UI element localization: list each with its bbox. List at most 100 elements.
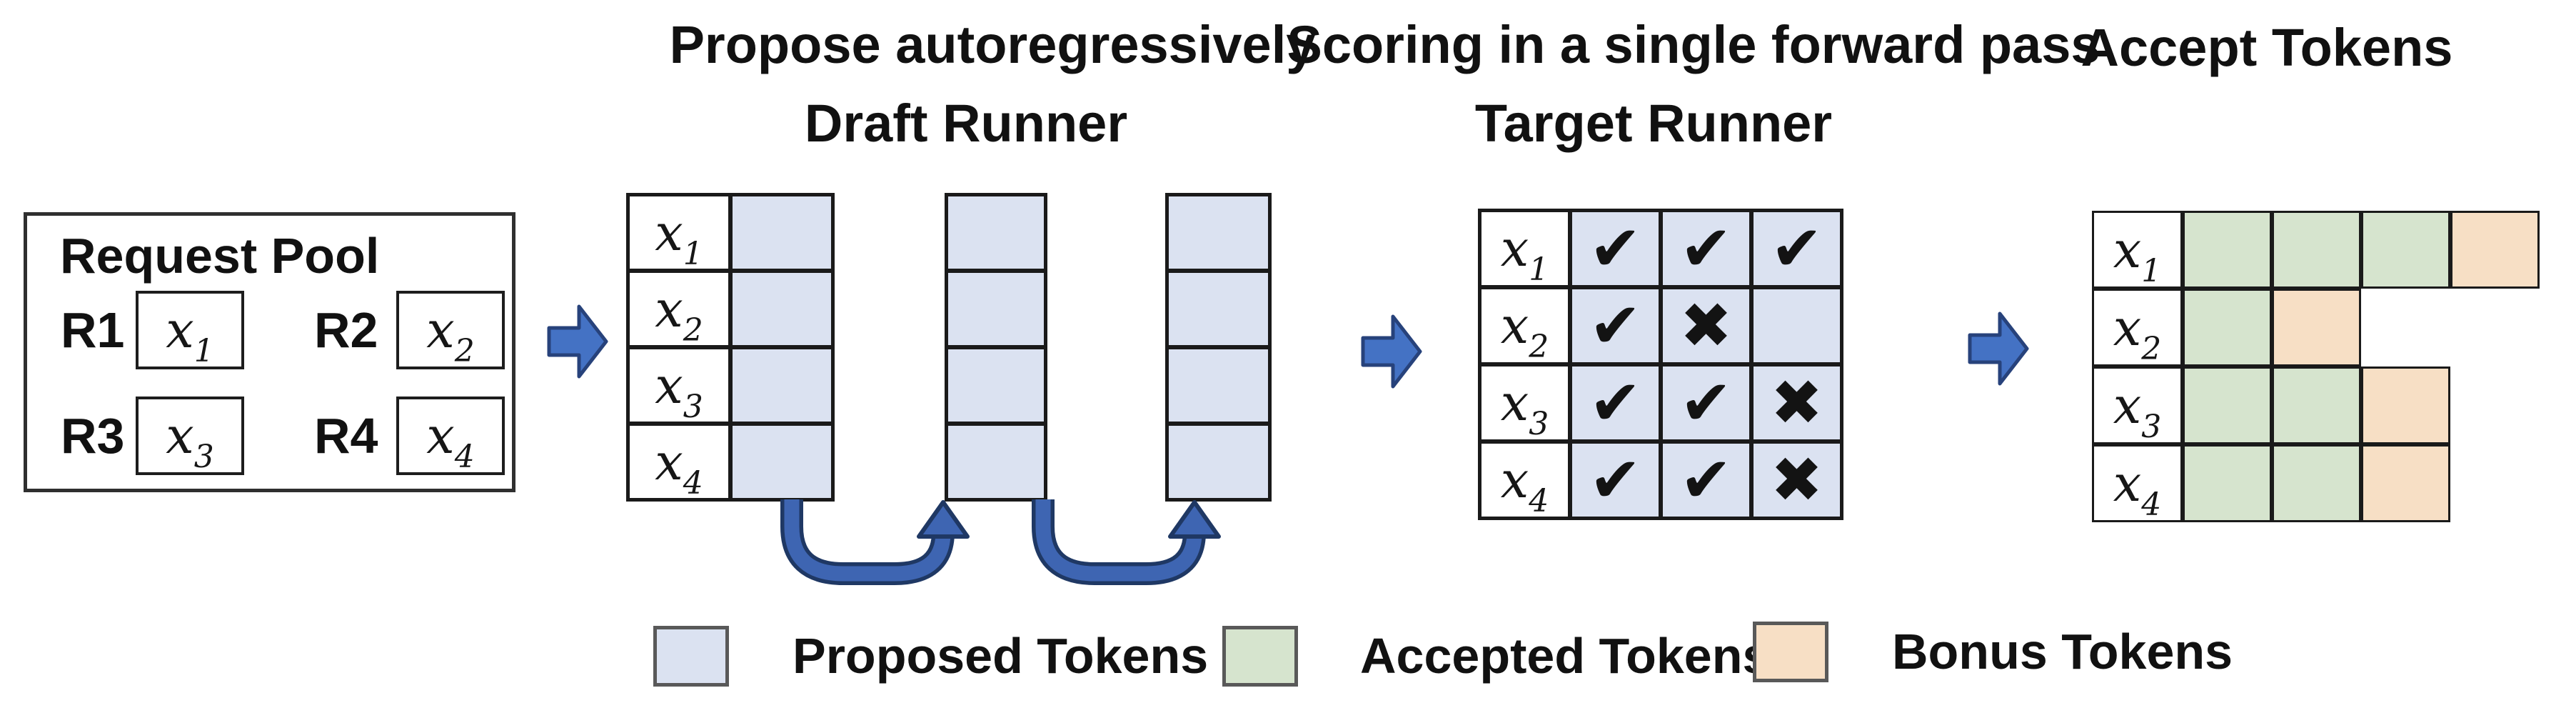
check-icon: ✔ bbox=[1770, 211, 1823, 285]
legend-label-proposed: Proposed Tokens bbox=[793, 628, 1209, 684]
draft-runner-table: x1 x2 x3 x4 bbox=[626, 193, 835, 502]
accept-tokens-table: x1 x2 x3 x4 bbox=[2092, 211, 2540, 522]
score-cross-cell: ✖ bbox=[1751, 364, 1842, 442]
legend-item-accepted bbox=[1222, 626, 1298, 687]
request-label-r3: R3 bbox=[61, 408, 125, 464]
accepted-token-cell bbox=[2183, 444, 2272, 522]
accepted-token-cell bbox=[2183, 211, 2272, 289]
bonus-token-cell bbox=[2361, 444, 2450, 522]
score-check-cell: ✔ bbox=[1661, 442, 1751, 519]
check-icon: ✔ bbox=[1589, 443, 1642, 517]
score-check-cell: ✔ bbox=[1661, 364, 1751, 442]
accepted-token-cell bbox=[2272, 367, 2361, 444]
accept-row: x3 bbox=[2092, 367, 2540, 444]
draft-row-label: x2 bbox=[628, 271, 730, 347]
token-x3: x3 bbox=[166, 407, 214, 475]
propose-title: Propose autoregressively bbox=[669, 15, 1316, 74]
bonus-token-cell bbox=[2361, 367, 2450, 444]
accept-row-label: x2 bbox=[2092, 289, 2183, 367]
check-icon: ✔ bbox=[1679, 366, 1733, 439]
draft-runner-column-3 bbox=[1165, 193, 1272, 502]
row-label-x3: x3 bbox=[655, 356, 703, 425]
bonus-token-cell bbox=[2450, 211, 2540, 289]
accept-row: x2 bbox=[2092, 289, 2540, 367]
accept-tokens-title: Accept Tokens bbox=[2081, 18, 2453, 77]
loop-arrow-icon bbox=[780, 499, 970, 585]
target-runner-table: x1✔✔✔x2✔✖x3✔✔✖x4✔✔✖ bbox=[1478, 209, 1843, 520]
row-label-x1: x1 bbox=[655, 203, 703, 272]
score-cross-cell: ✖ bbox=[1661, 287, 1751, 364]
score-cross-cell: ✖ bbox=[1751, 442, 1842, 519]
request-token-box-r1: x1 bbox=[136, 291, 244, 369]
score-check-cell: ✔ bbox=[1661, 210, 1751, 287]
row-label-x2: x2 bbox=[2113, 298, 2162, 367]
token-x2: x2 bbox=[426, 301, 475, 369]
target-row-label: x3 bbox=[1479, 364, 1570, 442]
proposed-token-cell bbox=[946, 271, 1046, 347]
row-label-x4: x4 bbox=[655, 432, 703, 502]
row-label-x1: x1 bbox=[2113, 220, 2162, 289]
draft-row-label: x4 bbox=[628, 424, 730, 500]
accept-row-label: x3 bbox=[2092, 367, 2183, 444]
scoring-title: Scoring in a single forward pass bbox=[1287, 15, 2100, 74]
accepted-token-cell bbox=[2272, 211, 2361, 289]
proposed-token-cell bbox=[946, 194, 1046, 271]
score-check-cell: ✔ bbox=[1570, 442, 1661, 519]
score-empty-cell bbox=[1751, 287, 1842, 364]
check-icon: ✔ bbox=[1679, 443, 1733, 517]
proposed-token-cell bbox=[1167, 347, 1270, 424]
target-row-label: x4 bbox=[1479, 442, 1570, 519]
token-x1: x1 bbox=[166, 301, 214, 369]
request-token-box-r3: x3 bbox=[136, 397, 244, 475]
row-label-x2: x2 bbox=[655, 279, 703, 349]
request-label-r4: R4 bbox=[314, 408, 378, 464]
row-label-x1: x1 bbox=[1500, 219, 1549, 288]
score-check-cell: ✔ bbox=[1751, 210, 1842, 287]
accept-row: x1 bbox=[2092, 211, 2540, 289]
score-check-cell: ✔ bbox=[1570, 364, 1661, 442]
legend-item-proposed bbox=[653, 626, 729, 687]
draft-row-label: x1 bbox=[628, 194, 730, 271]
request-pool-title: Request Pool bbox=[60, 228, 380, 284]
accepted-tokens-swatch bbox=[1222, 626, 1298, 687]
accepted-token-cell bbox=[2183, 289, 2272, 367]
accept-row-label: x1 bbox=[2092, 211, 2183, 289]
accept-row: x4 bbox=[2092, 444, 2540, 522]
cross-icon: ✖ bbox=[1770, 443, 1823, 517]
request-token-box-r2: x2 bbox=[396, 291, 505, 369]
row-label-x3: x3 bbox=[2113, 376, 2162, 445]
legend-label-bonus: Bonus Tokens bbox=[1892, 624, 2233, 679]
draft-runner-column-2 bbox=[945, 193, 1047, 502]
legend-label-accepted: Accepted Tokens bbox=[1360, 628, 1771, 684]
cross-icon: ✖ bbox=[1679, 289, 1733, 362]
draft-row-label: x3 bbox=[628, 347, 730, 424]
legend-item-bonus bbox=[1753, 622, 1828, 682]
row-label-x2: x2 bbox=[1500, 296, 1549, 365]
proposed-token-cell bbox=[1167, 424, 1270, 500]
proposed-token-cell bbox=[1167, 271, 1270, 347]
bonus-tokens-swatch bbox=[1753, 622, 1828, 682]
target-row-label: x1 bbox=[1479, 210, 1570, 287]
row-label-x4: x4 bbox=[1500, 451, 1549, 519]
accepted-token-cell bbox=[2272, 444, 2361, 522]
proposed-token-cell bbox=[730, 347, 833, 424]
row-label-x4: x4 bbox=[2113, 454, 2162, 523]
loop-arrow-icon bbox=[1032, 499, 1221, 585]
accepted-token-cell bbox=[2183, 367, 2272, 444]
check-icon: ✔ bbox=[1679, 211, 1733, 285]
request-label-r2: R2 bbox=[314, 302, 378, 358]
proposed-token-cell bbox=[946, 347, 1046, 424]
check-icon: ✔ bbox=[1589, 289, 1642, 362]
draft-runner-subtitle: Draft Runner bbox=[804, 94, 1128, 153]
proposed-token-cell bbox=[946, 424, 1046, 500]
flow-arrow-icon bbox=[547, 304, 608, 379]
check-icon: ✔ bbox=[1589, 211, 1642, 285]
target-row-label: x2 bbox=[1479, 287, 1570, 364]
proposed-token-cell bbox=[730, 194, 833, 271]
proposed-token-cell bbox=[730, 424, 833, 500]
proposed-tokens-swatch bbox=[653, 626, 729, 687]
accept-row-label: x4 bbox=[2092, 444, 2183, 522]
request-label-r1: R1 bbox=[61, 302, 125, 358]
flow-arrow-icon bbox=[1361, 314, 1422, 389]
